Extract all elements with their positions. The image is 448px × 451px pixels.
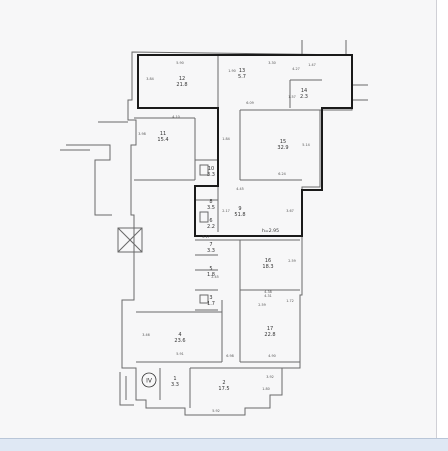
room-1-area: 3.3 [171,382,179,388]
dimension-label: 2.17 [222,209,230,213]
room-9-area: 51.8 [234,212,245,218]
dimension-label: 3.98 [138,132,146,136]
room-7-area: 3.3 [207,248,215,254]
dimension-label: 4.45 [236,187,244,191]
room-10-area: 3.3 [207,172,215,178]
dimension-label: 3.30 [268,61,276,65]
dimension-label: 1.72 [286,299,294,303]
dimension-label: 4.10 [172,115,180,119]
dimension-label: 4.38 [264,290,272,294]
room-4-area: 23.6 [174,338,185,344]
dimension-label: 2.59 [288,259,296,263]
dimension-labels: 5.901.903.304.271.576.093.844.103.981.84… [138,61,316,413]
room-1-number: 1 [173,376,176,382]
dimension-label: 3.46 [142,333,150,337]
ceiling-height-note: h=2.95 [262,228,279,234]
room-12-area: 21.8 [176,82,187,88]
room-6-area: 2.2 [207,224,215,230]
dimension-label: 3.92 [266,375,274,379]
window-bottom-strip [0,438,448,451]
room-3-area: 1.7 [207,301,215,307]
section-mark-circle [141,372,157,388]
room-3-number: 3 [209,295,212,301]
room-4-number: 4 [178,332,181,338]
dimension-label: 6.09 [246,101,254,105]
room-17-area: 22.8 [264,332,275,338]
room-10-number: 10 [208,166,214,172]
room-2-number: 2 [222,380,225,386]
dimension-label: 2.59 [258,303,266,307]
room-8-area: 3.5 [207,205,215,211]
dimension-label: 1.84 [222,137,230,141]
dimension-label: 5.91 [176,352,184,356]
dimension-label: 1.80 [262,387,270,391]
dimension-label: 1.47 [308,63,316,67]
room-15-number: 15 [280,139,286,145]
room-12-number: 12 [179,76,185,82]
dimension-label: 4.31 [264,294,272,298]
room-14-number: 14 [301,88,307,94]
section-mark-label: IV [146,378,153,385]
dimension-label: 1.57 [288,95,296,99]
room-7-number: 7 [209,242,212,248]
room-5-number: 5 [209,266,212,272]
room-13-area: 5.7 [238,74,246,80]
dimension-label: 1.90 [228,69,236,73]
room-5-area: 1.8 [207,272,215,278]
dimension-label: 5.14 [302,143,310,147]
room-11-number: 11 [160,131,166,137]
dimension-label: 3.67 [286,209,294,213]
room-8-number: 8 [209,199,212,205]
room-17-number: 17 [267,326,273,332]
room-16-area: 18.3 [262,264,273,270]
room-16-number: 16 [265,258,271,264]
room-13-number: 13 [239,68,245,74]
room-9-number: 9 [238,206,241,212]
dimension-label: 5.92 [212,409,220,413]
dimension-label: 6.98 [226,354,234,358]
highlighted-premises-outline [137,54,353,237]
dimension-label: 2.45 [211,275,219,279]
dimension-label: 5.90 [176,61,184,65]
room-6-number: 6 [209,218,212,224]
dimension-label: 3.84 [146,77,154,81]
room-11-area: 15.4 [157,137,168,143]
room-14-area: 2.3 [300,94,308,100]
dimension-label: 6.24 [278,172,286,176]
room-15-area: 32.9 [277,145,288,151]
dimension-label: 2.17 [202,235,210,239]
room-2-area: 17.5 [218,386,229,392]
dimension-label: 4.27 [292,67,300,71]
dimension-label: 4.90 [268,354,276,358]
